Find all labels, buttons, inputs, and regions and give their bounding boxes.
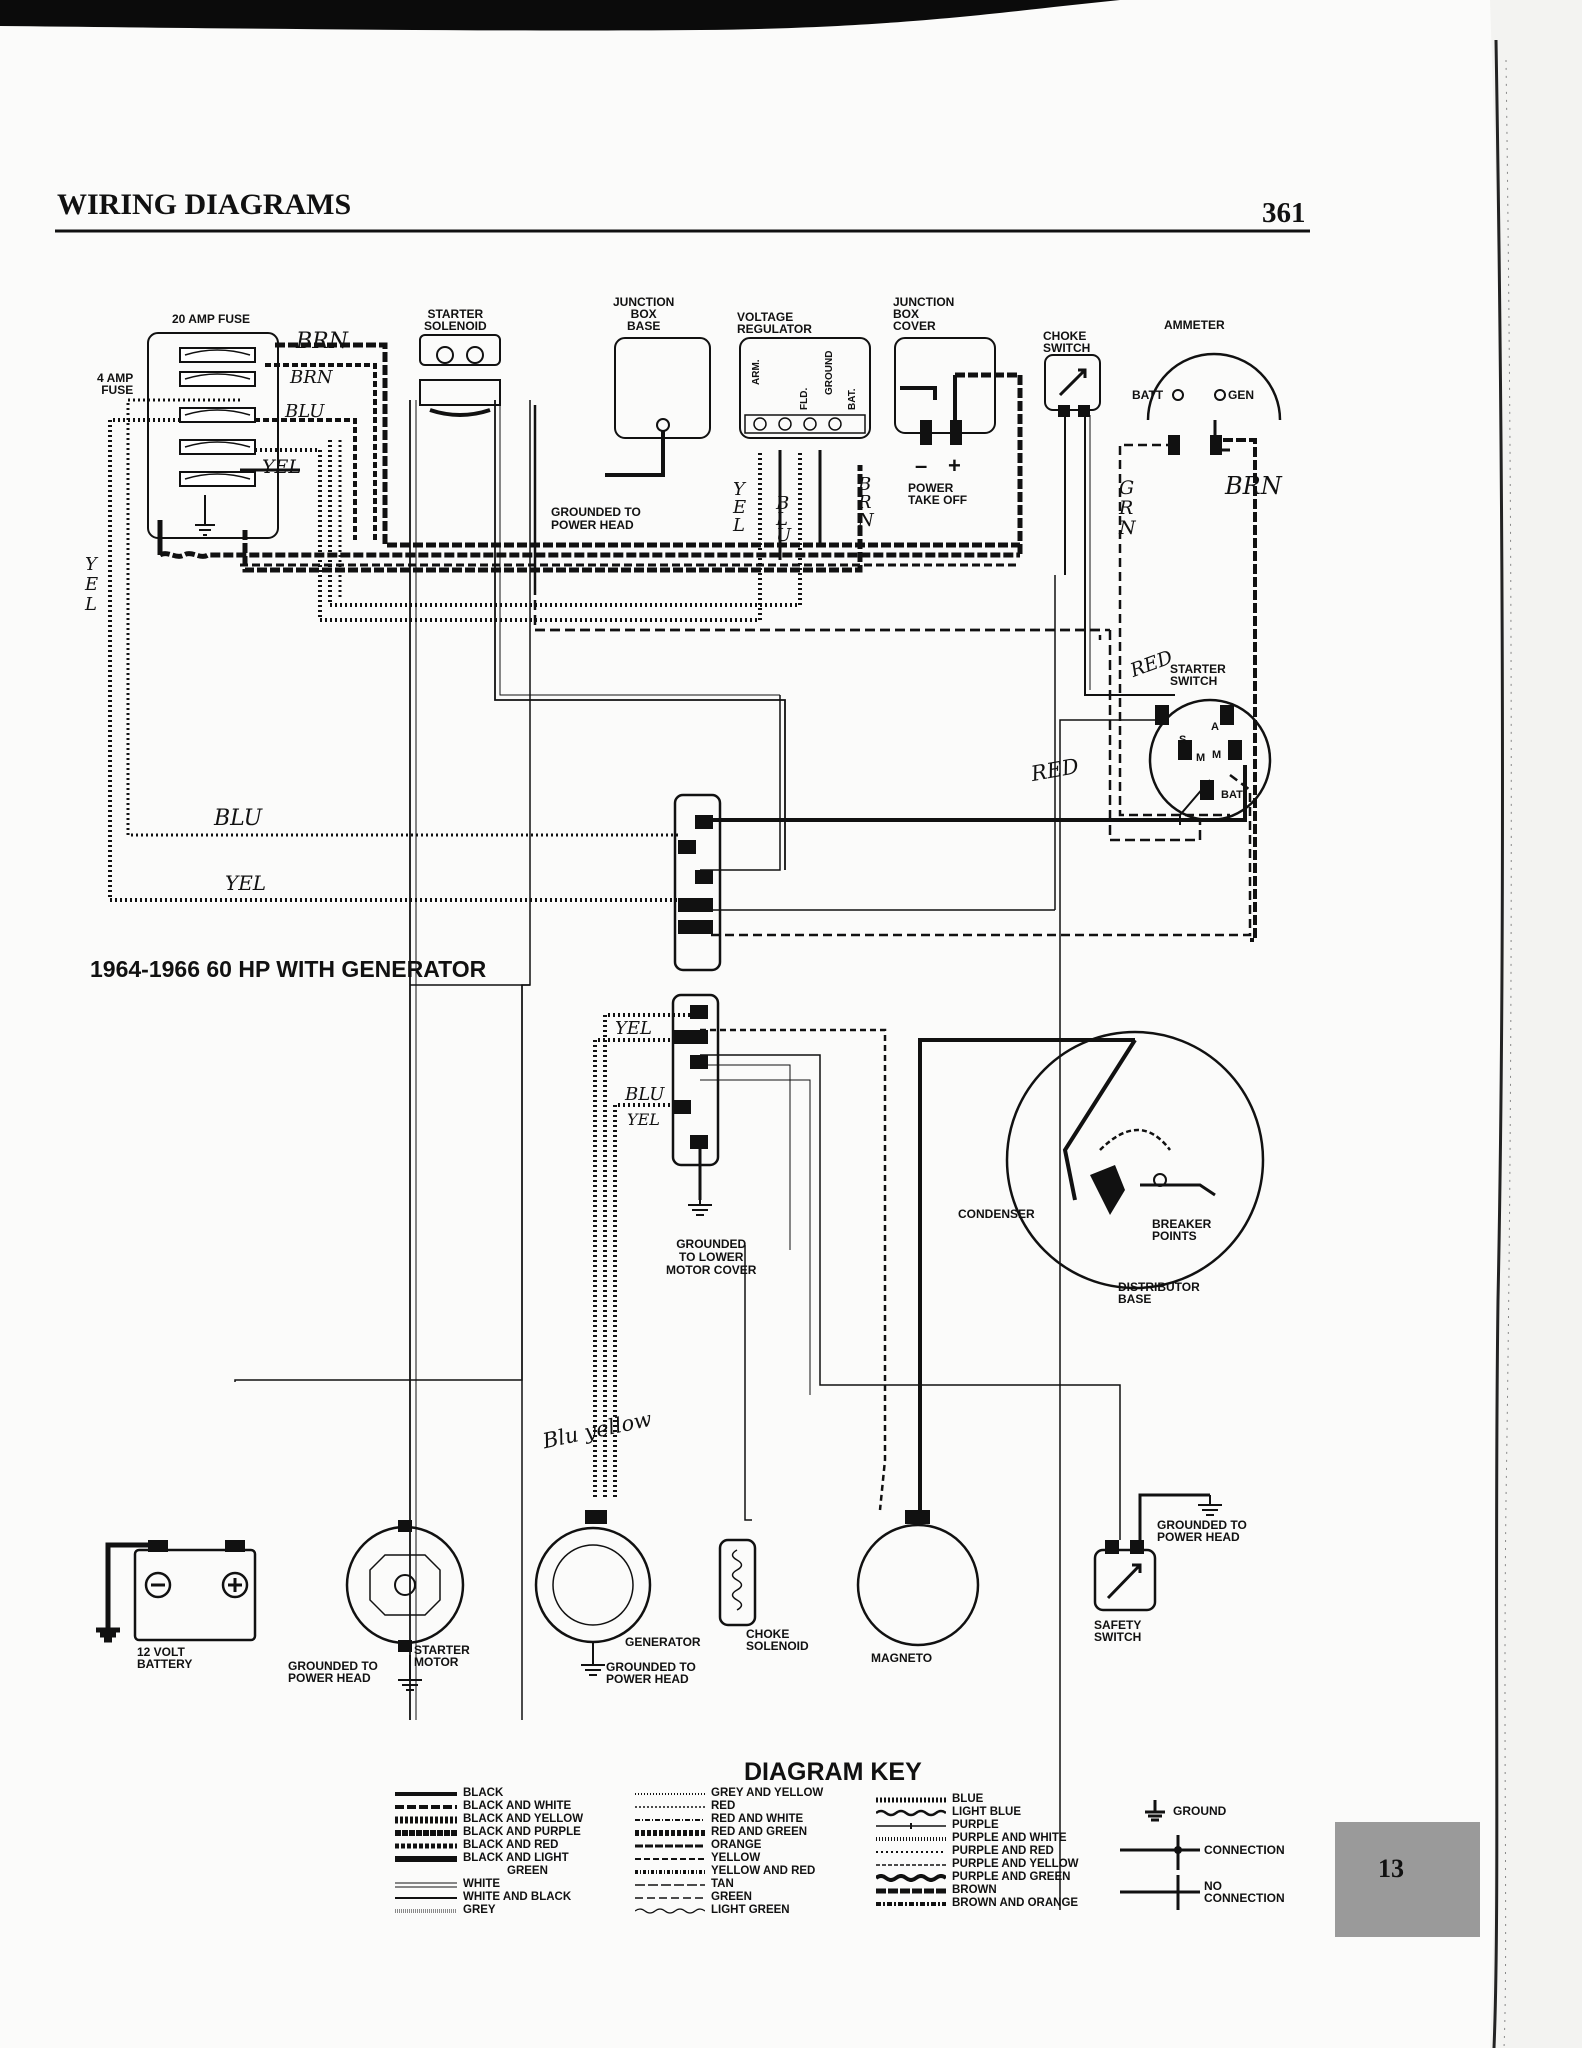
page-number: 361	[1262, 197, 1306, 229]
junction-box-base	[614, 337, 711, 439]
label-generator: GENERATOR	[625, 1635, 701, 1649]
hand-yel-3: YEL	[615, 1018, 652, 1039]
label-20-amp-fuse: 20 AMP FUSE	[172, 312, 251, 326]
hand-blu-1: BLU	[285, 401, 325, 422]
hand-yel-2: YEL	[225, 871, 267, 895]
starter-switch	[1148, 698, 1272, 822]
hand-brn-1: BRN	[296, 329, 348, 354]
junction-block-lower	[671, 993, 720, 1167]
hand-brn-2: BRN	[290, 367, 333, 388]
wire-blu-left	[126, 398, 680, 837]
wire-brown-main	[158, 551, 1020, 559]
scan-edge-top	[0, 0, 1120, 31]
diagram-key-title: DIAGRAM KEY	[744, 1758, 922, 1786]
choke-switch	[1044, 354, 1101, 411]
legend-connection-symbol	[1120, 1835, 1200, 1870]
hand-blu-2: BLU	[214, 806, 263, 831]
starter-solenoid	[419, 334, 501, 417]
legend-connection-label: CONNECTION	[1204, 1843, 1285, 1857]
key-column-2: GREY AND YELLOW RED RED AND WHITE RED AN…	[635, 1787, 823, 1917]
safety-switch	[1093, 1548, 1157, 1612]
magneto	[856, 1523, 980, 1647]
pto-plus: +	[948, 453, 961, 478]
hand-yel-1: YEL	[262, 456, 302, 478]
legend-ground-label: GROUND	[1173, 1804, 1227, 1818]
junction-block-upper	[673, 793, 722, 972]
starter-motor	[345, 1525, 465, 1645]
tab-number: 13	[1378, 1854, 1404, 1883]
voltage-regulator	[739, 337, 871, 439]
key-column-3: BLUE LIGHT BLUE PURPLE PURPLE AND WHITE …	[876, 1793, 1079, 1910]
hand-brn-ammeter: BRN	[1225, 472, 1282, 500]
page-title: WIRING DIAGRAMS	[57, 188, 352, 221]
label-ammeter: AMMETER	[1164, 318, 1225, 332]
distributor-base	[1005, 1030, 1265, 1290]
switch-term-m2: M	[1212, 749, 1222, 761]
legend-no-connection-symbol	[1120, 1875, 1200, 1910]
wire-yel-left	[108, 418, 680, 902]
scan-edge-right	[1490, 0, 1582, 2048]
switch-term-s: S	[1179, 734, 1187, 746]
reg-arm: ARM.	[751, 359, 762, 385]
diagram-title: 1964-1966 60 HP WITH GENERATOR	[90, 956, 487, 982]
switch-term-bat: BAT	[1221, 789, 1243, 801]
junction-box-cover	[894, 337, 996, 434]
choke-solenoid	[718, 1538, 757, 1627]
reg-ground: GROUND	[824, 350, 835, 395]
legend-ground-symbol	[1145, 1800, 1165, 1822]
label-ammeter-gen: GEN	[1228, 388, 1255, 402]
reg-bat: BAT.	[847, 388, 858, 410]
hand-yel-4: YEL	[627, 1110, 660, 1129]
hand-blu-3: BLU	[625, 1084, 665, 1105]
label-magneto: MAGNETO	[871, 1651, 933, 1665]
battery	[133, 1548, 257, 1642]
ammeter	[1146, 352, 1282, 421]
section-tab	[1335, 1822, 1480, 1937]
label-ammeter-batt: BATT	[1132, 388, 1164, 402]
reg-fld: FLD.	[799, 387, 810, 410]
fuse-block	[147, 332, 279, 539]
label-condenser: CONDENSER	[958, 1207, 1035, 1221]
pto-minus: –	[915, 453, 928, 478]
wire-grn-ammeter	[1118, 443, 1230, 817]
switch-term-m1: M	[1196, 752, 1206, 764]
key-column-1: BLACK BLACK AND WHITE BLACK AND YELLOW B…	[395, 1787, 584, 1916]
switch-term-a: A	[1211, 721, 1219, 733]
